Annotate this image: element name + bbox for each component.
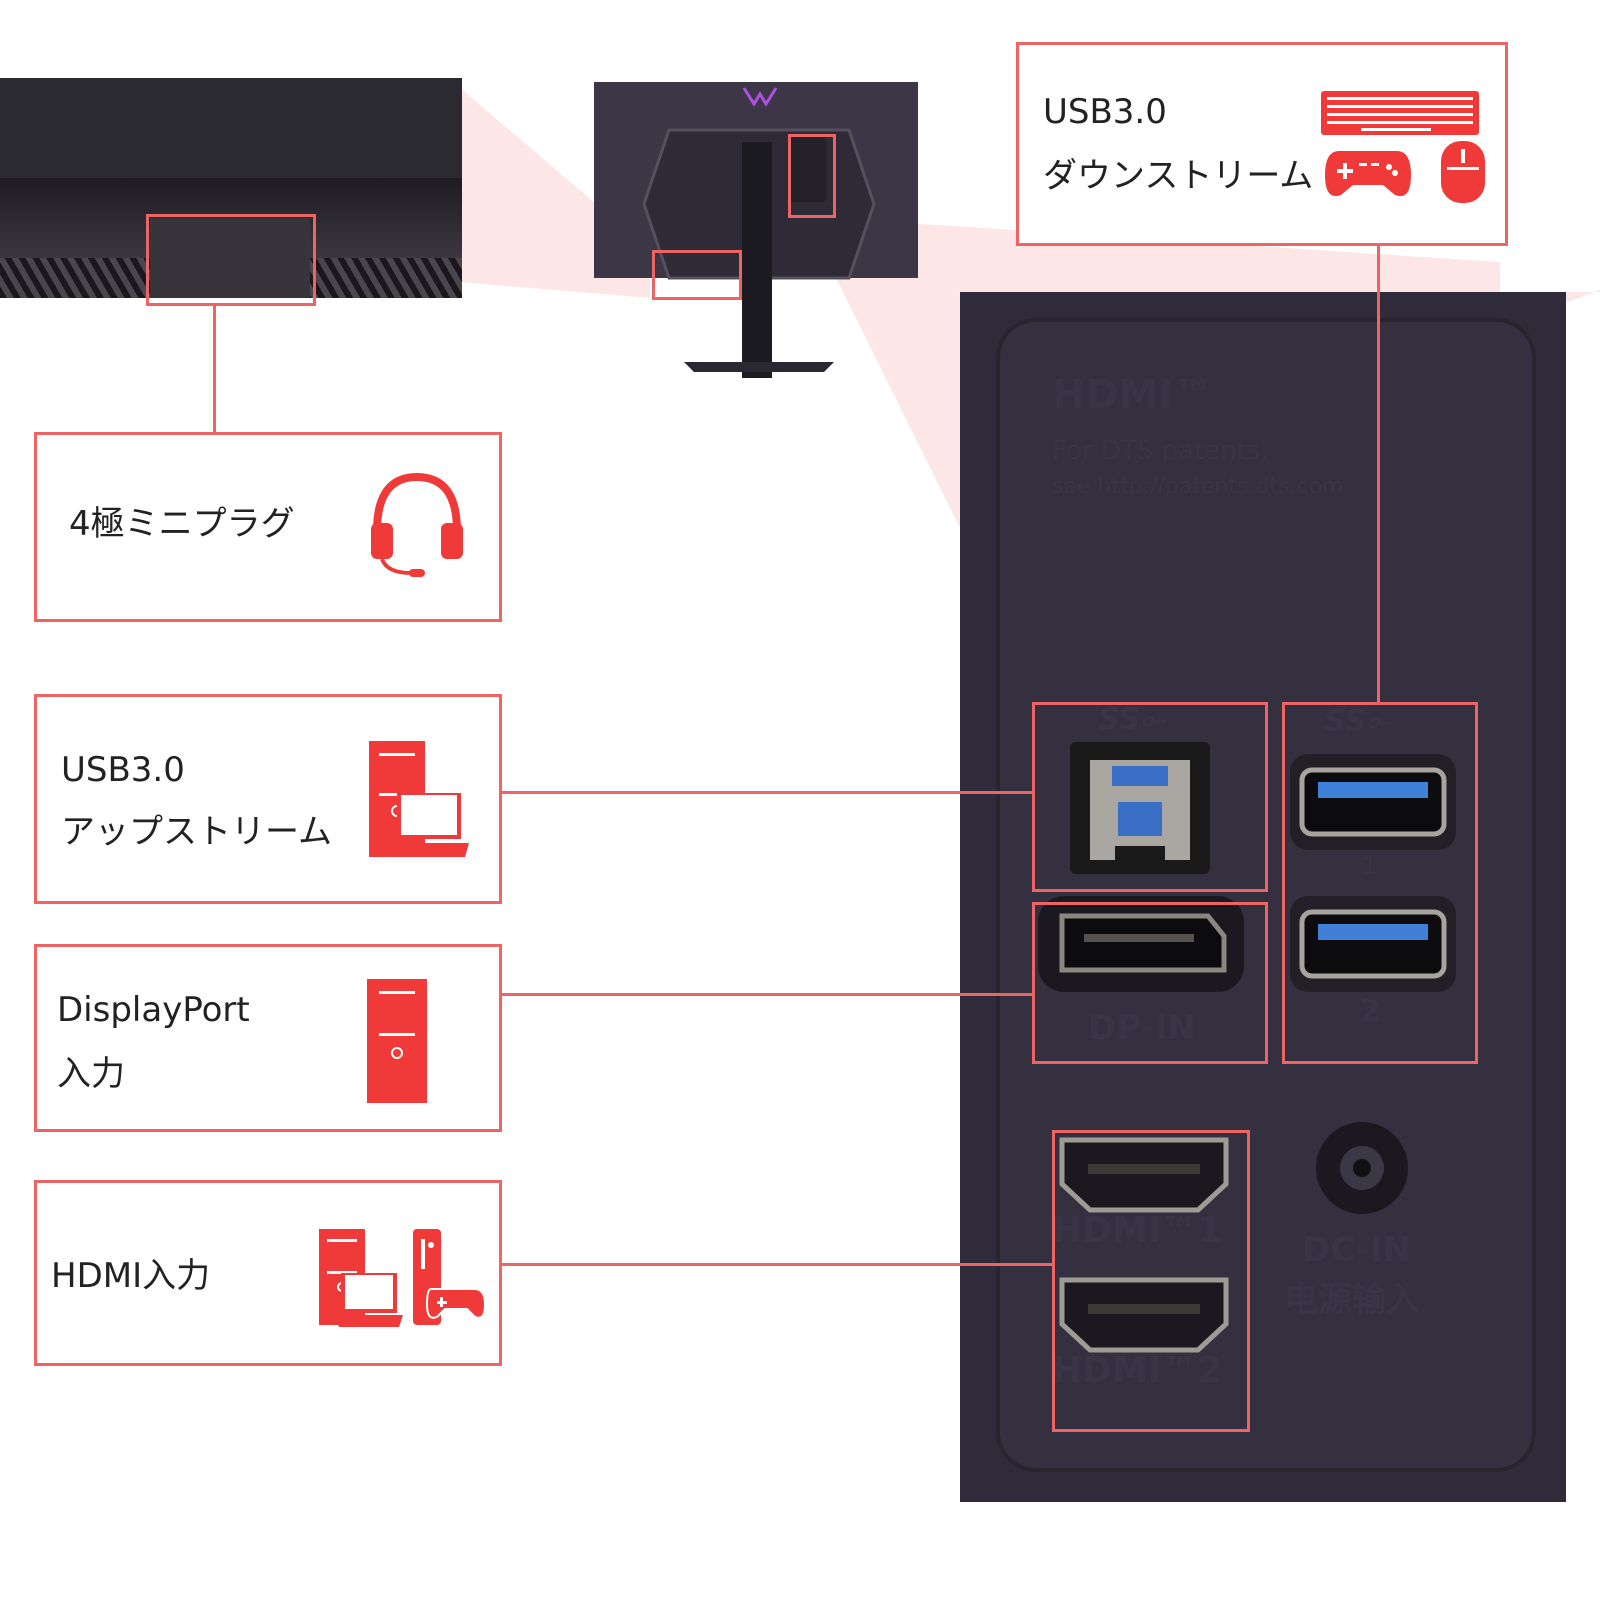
desktop-pc-icon	[367, 979, 427, 1103]
label-displayport-line2: 入力	[57, 1054, 125, 1094]
patent-text-1: For DTS patents,	[1052, 436, 1269, 466]
port-panel: HDMI™ For DTS patents, see http://patent…	[960, 292, 1566, 1502]
connector-displayport	[500, 993, 1032, 996]
hdmi-2-label: HDMI™2	[1052, 1350, 1223, 1391]
hdmi-port-2	[1059, 1277, 1229, 1353]
zoom-cone-right-top	[830, 218, 1500, 292]
label-usb-upstream: USB3.0 アップストリーム	[34, 694, 502, 904]
label-displayport: DisplayPort 入力	[34, 944, 502, 1132]
game-console-icon	[413, 1229, 485, 1325]
jack-area	[150, 218, 310, 298]
dc-in-cn-label: 电源输入	[1284, 1280, 1420, 1320]
displayport-highlight	[1032, 902, 1268, 1064]
usb-a-port-1	[1290, 754, 1456, 850]
connector-usb-down	[1377, 244, 1380, 702]
ss-mark-upstream: SS⟜	[1098, 702, 1165, 737]
monitor-rear-thumbnail	[594, 82, 918, 378]
usb-upstream-highlight	[1032, 702, 1268, 892]
usb-port-2-label: 2	[1360, 994, 1381, 1029]
usb-a-port-2	[1290, 896, 1456, 992]
label-usb-downstream-line1: USB3.0	[1043, 92, 1167, 132]
hdmi-logo-text: HDMI™	[1052, 372, 1214, 418]
label-usb-downstream-line2: ダウンストリーム	[1043, 156, 1314, 196]
dp-in-label: DP-IN	[1088, 1008, 1196, 1048]
bottom-closeup-photo	[0, 78, 462, 298]
rear-ports-highlight	[788, 134, 836, 218]
label-hdmi: HDMI入力	[34, 1180, 502, 1366]
patent-text-2: see http://patents.dts.com	[1052, 474, 1344, 499]
label-usb-upstream-line1: USB3.0	[61, 750, 185, 790]
monitor-rear-graphic	[594, 82, 918, 378]
keyboard-icon	[1321, 91, 1479, 135]
connector-audio	[213, 306, 216, 432]
label-audio: 4極ミニプラグ	[34, 432, 502, 622]
usb-downstream-highlight	[1282, 702, 1478, 1064]
hdmi-1-label: HDMI™1	[1052, 1210, 1223, 1251]
laptop-icon	[335, 1273, 403, 1327]
connector-usb-up	[500, 791, 1032, 794]
hdmi-highlight	[1052, 1130, 1250, 1432]
headset-icon	[371, 472, 463, 577]
usb-b-port	[1070, 742, 1210, 874]
hdmi-port-1	[1059, 1137, 1229, 1213]
label-usb-downstream: USB3.0 ダウンストリーム	[1016, 42, 1508, 246]
label-displayport-line1: DisplayPort	[57, 990, 250, 1030]
label-usb-upstream-line2: アップストリーム	[61, 812, 332, 852]
gamepad-icon	[1325, 151, 1411, 197]
ss-mark-downstream: SS⟜	[1324, 704, 1391, 739]
label-audio-line1: 4極ミニプラグ	[69, 504, 295, 544]
label-hdmi-line1: HDMI入力	[51, 1256, 211, 1296]
headset-jack-highlight	[146, 214, 316, 306]
dc-in-jack	[1316, 1122, 1408, 1214]
displayport-port	[1038, 896, 1244, 992]
usb-port-1-label: 1	[1362, 852, 1378, 880]
connector-hdmi	[500, 1263, 1052, 1266]
rear-jack-highlight	[652, 250, 742, 300]
mouse-icon	[1441, 141, 1485, 203]
dc-in-label: DC-IN	[1302, 1230, 1412, 1270]
laptop-icon	[389, 793, 469, 857]
